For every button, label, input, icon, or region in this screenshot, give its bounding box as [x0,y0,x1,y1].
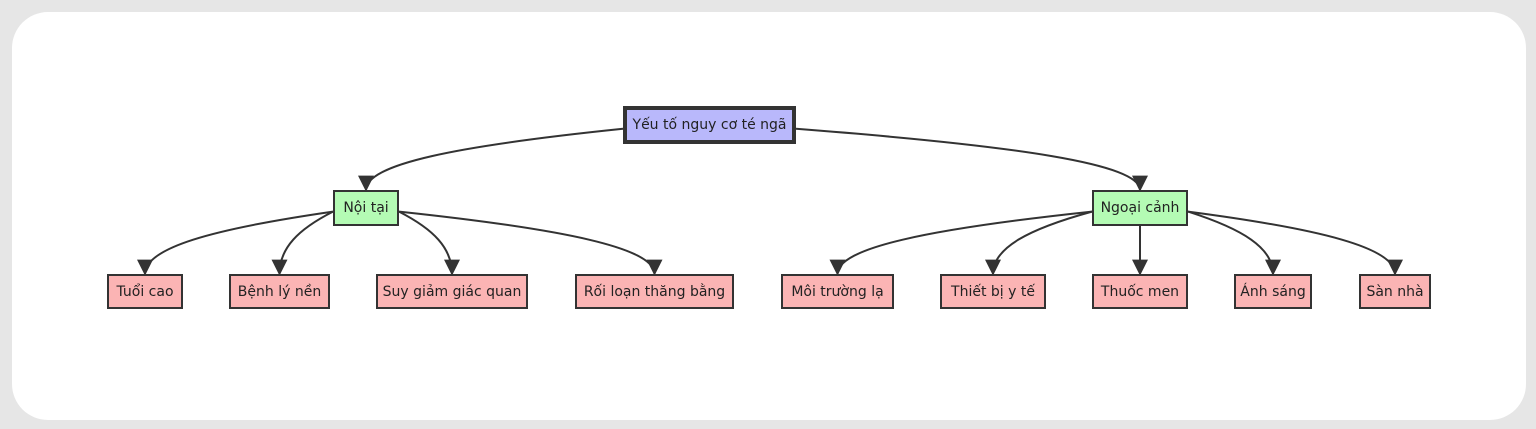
leaf-node-roi-loan-thang-bang: Rối loạn thăng bằng [575,274,734,309]
edge-branch-to-leaf [398,210,663,276]
edge-branch-to-leaf [137,210,334,276]
leaf-node-benh-ly-nen: Bệnh lý nền [229,274,330,309]
leaf-node-thuoc-men: Thuốc men [1092,274,1188,309]
edge-branch-to-leaf [398,210,460,276]
diagram-canvas [12,12,1526,420]
edge-branch-to-leaf [1187,210,1281,276]
edge-root-to-branch [358,127,624,192]
leaf-node-san-nha: Sàn nhà [1359,274,1431,309]
leaf-node-suy-giam-giac-quan: Suy giảm giác quan [376,274,528,309]
branch-node-noi-tai: Nội tại [333,190,399,226]
root-node: Yếu tố nguy cơ té ngã [623,106,796,144]
leaf-node-moi-truong-la: Môi trường lạ [781,274,894,309]
branch-node-ngoai-canh: Ngoại cảnh [1092,190,1188,226]
leaf-node-anh-sang: Ánh sáng [1234,274,1312,309]
leaf-node-tuoi-cao: Tuổi cao [107,274,183,309]
edge-branch-to-leaf [829,210,1093,276]
leaf-node-thiet-bi-y-te: Thiết bị y tế [940,274,1046,309]
edge-branch-to-leaf [985,210,1093,276]
edge-branch-to-leaf [271,210,334,276]
edge-branch-to-leaf [1187,210,1403,276]
edge-root-to-branch [795,127,1148,192]
